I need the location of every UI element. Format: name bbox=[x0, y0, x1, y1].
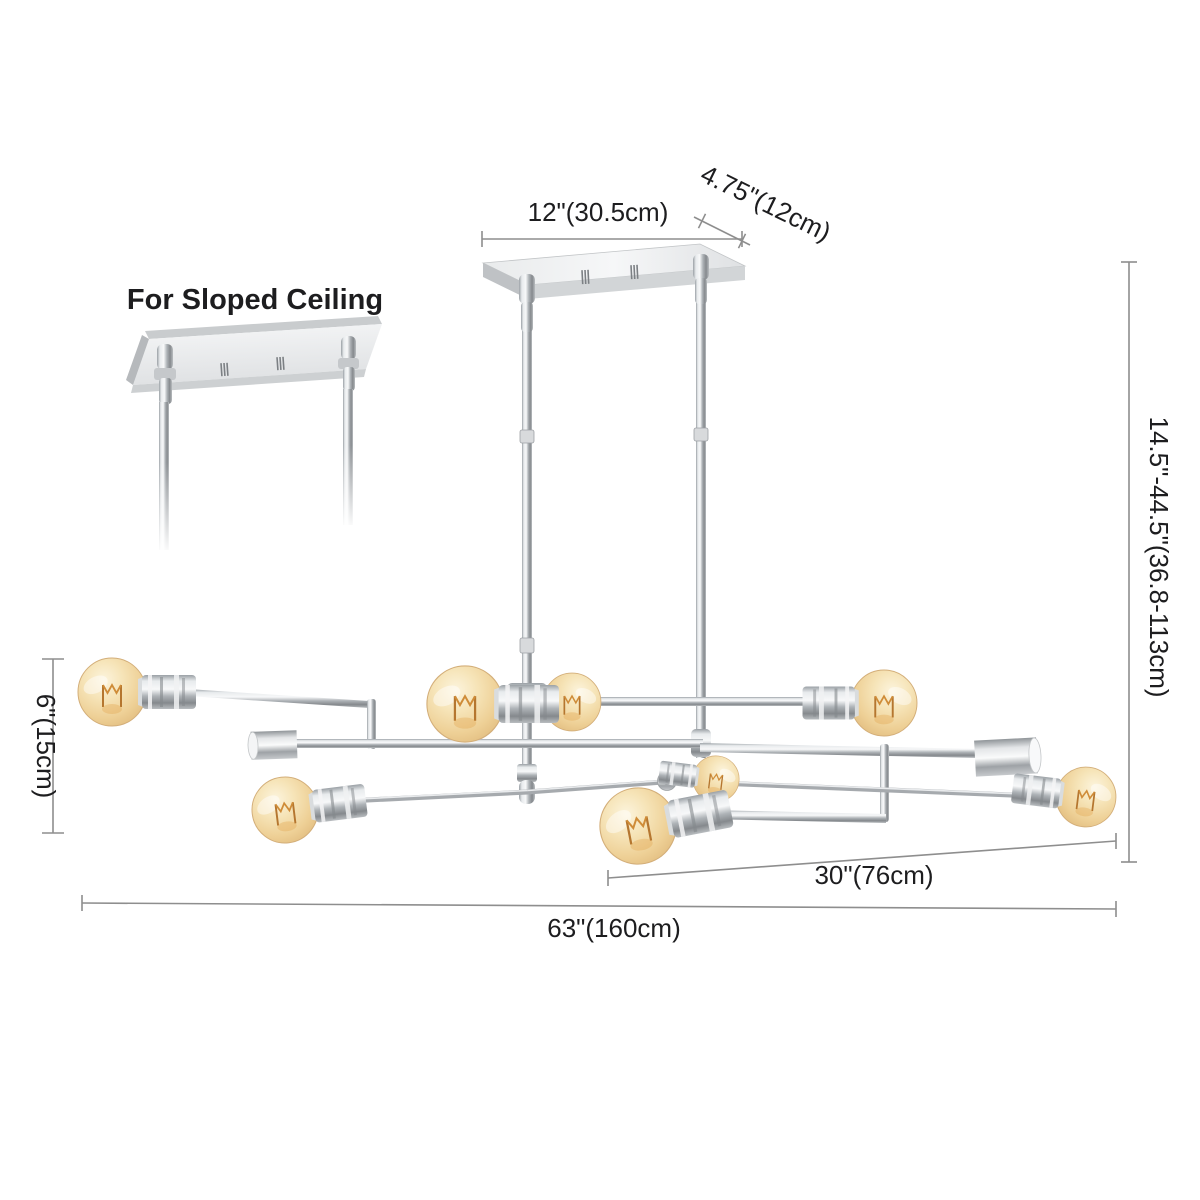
rod-coupler bbox=[519, 429, 535, 444]
swivel-joint bbox=[693, 254, 709, 280]
canopy-width-label: 12"(30.5cm) bbox=[528, 197, 669, 227]
dimension-height-range: 14.5"-44.5"(36.8-113cm) bbox=[1121, 261, 1174, 863]
swivel-joint bbox=[519, 274, 535, 304]
sloped-swivel-joint-right bbox=[338, 336, 359, 391]
dimension-canopy-depth: 4.75"(12cm) bbox=[693, 159, 836, 249]
canopy-screw-icon bbox=[630, 264, 639, 280]
connector-post-left bbox=[367, 699, 376, 749]
rod-collar bbox=[517, 764, 537, 782]
bulb-height-label: 6"(15cm) bbox=[31, 694, 61, 799]
rod-fade bbox=[340, 445, 356, 529]
sloped-canopy bbox=[126, 316, 382, 393]
thin-arm-lower-left bbox=[347, 789, 529, 804]
downrod-right bbox=[691, 254, 711, 758]
end-cap-right bbox=[974, 737, 1042, 777]
bulb-1 bbox=[77, 657, 197, 727]
height-range-label: 14.5"-44.5"(36.8-113cm) bbox=[1144, 416, 1174, 697]
bulb-5 bbox=[247, 766, 371, 848]
dimension-canopy-width: 12"(30.5cm) bbox=[481, 197, 743, 247]
ceiling-canopy bbox=[481, 243, 747, 299]
dimension-overall-width: 63"(160cm) bbox=[81, 895, 1117, 943]
bulbs bbox=[77, 657, 1121, 872]
rod-coupler bbox=[519, 637, 535, 654]
rod-fade bbox=[156, 462, 172, 554]
canopy-screw-icon bbox=[581, 269, 590, 285]
arm-lower-right bbox=[705, 810, 886, 823]
thin-arm-center bbox=[527, 779, 664, 795]
arm-upper-left bbox=[188, 689, 369, 708]
canopy-depth-label: 4.75"(12cm) bbox=[696, 159, 836, 248]
overall-width-label: 63"(160cm) bbox=[547, 913, 681, 943]
bulb-4 bbox=[801, 669, 918, 737]
bulb-2 bbox=[425, 664, 561, 744]
sloped-ceiling-label: For Sloped Ceiling bbox=[127, 284, 383, 316]
arm-upper-center bbox=[545, 697, 858, 706]
sloped-swivel-joint-left bbox=[154, 344, 176, 404]
canopy-screw-icon bbox=[276, 356, 285, 371]
canopy-screw-icon bbox=[220, 362, 229, 377]
connector-post-right bbox=[880, 744, 889, 822]
downrod-left bbox=[517, 274, 537, 804]
rod-coupler bbox=[693, 427, 709, 442]
inner-width-label: 30"(76cm) bbox=[814, 860, 933, 890]
sloped-ceiling-inset: For Sloped Ceiling bbox=[126, 284, 383, 554]
dimension-inner-width: 30"(76cm) bbox=[607, 833, 1117, 890]
arm-mid-right bbox=[700, 743, 980, 758]
dimension-bulb-height: 6"(15cm) bbox=[31, 658, 64, 834]
arm-mid-left bbox=[253, 739, 703, 748]
end-cap-left bbox=[247, 730, 298, 760]
